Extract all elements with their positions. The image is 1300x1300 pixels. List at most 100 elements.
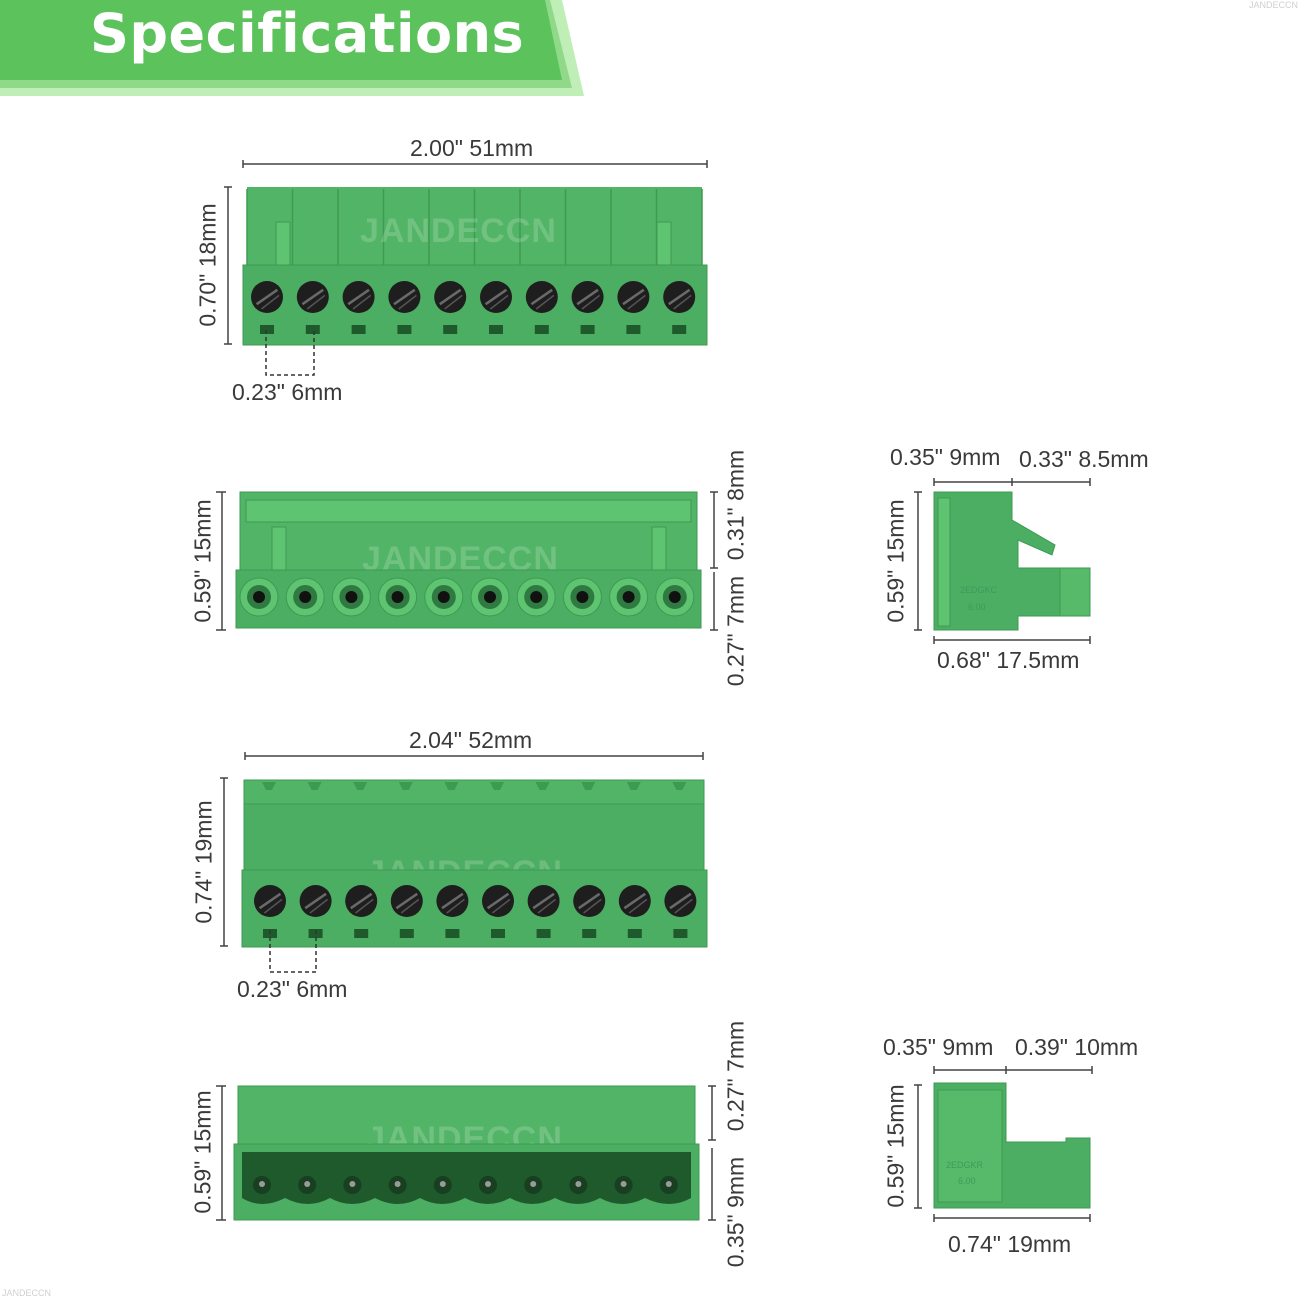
screw-slot <box>622 288 645 306</box>
header-pitch-label: 0.23" 6mm <box>237 976 348 1002</box>
plug-bottom-view: JANDECCN <box>216 491 718 631</box>
right-latch <box>656 221 672 268</box>
plug-front-view: JANDECCN <box>224 160 708 376</box>
wire-slot <box>673 929 688 938</box>
header-side-depth-label: 0.74" 19mm <box>948 1231 1072 1257</box>
pin <box>575 1181 582 1187</box>
wire-slot <box>397 325 412 334</box>
header-bottom-lower-label: 0.35" 9mm <box>722 1156 749 1268</box>
wire-slot <box>672 325 687 334</box>
screw-slot <box>623 892 646 910</box>
header-bottom-view: JANDECCN <box>216 1085 716 1221</box>
notch <box>581 782 596 790</box>
screw-slot <box>627 294 646 310</box>
pin <box>394 1181 401 1187</box>
screw-slot <box>441 892 464 910</box>
screw-slot <box>355 898 374 914</box>
plug-bottom-lower-label: 0.27" 7mm <box>722 575 749 687</box>
screw-slot <box>578 892 601 910</box>
notch <box>444 782 459 790</box>
screw-slot <box>395 892 418 910</box>
header-bottom-upper-label: 0.27" 7mm <box>722 1020 749 1132</box>
screw-slot <box>309 898 329 914</box>
plug-side-top-left-label: 0.35" 9mm <box>890 444 1001 470</box>
screw-slot <box>674 898 693 914</box>
plug-width-label: 2.00" 51mm <box>410 135 534 161</box>
plug-height-label: 0.70" 18mm <box>194 203 221 327</box>
screw-slot <box>400 898 420 914</box>
notch <box>535 782 550 790</box>
pin <box>439 1181 446 1187</box>
wire-slot-row <box>260 325 687 334</box>
screw-slot <box>668 288 691 306</box>
pitch-dimension-line <box>265 330 315 376</box>
plug-ribs <box>246 189 703 265</box>
notch <box>262 782 276 790</box>
pin <box>304 1181 311 1187</box>
wire-slot <box>534 325 549 334</box>
plug-bottom-height-label: 0.59" 15mm <box>189 499 216 623</box>
wire-slot <box>491 929 505 938</box>
header-side-height-label: 0.59" 15mm <box>882 1084 909 1208</box>
screw-slot <box>347 288 370 306</box>
screw-row <box>254 885 697 917</box>
screw-slot <box>393 288 416 306</box>
screw-slot <box>301 288 324 306</box>
pin <box>665 1181 672 1187</box>
plug-pitch-label: 0.23" 6mm <box>232 379 343 405</box>
screw-slot <box>673 294 692 310</box>
plug-side-height-label: 0.59" 15mm <box>882 499 909 623</box>
hole-center <box>253 591 265 603</box>
screw-slot <box>306 294 326 310</box>
screw-slot <box>491 898 511 914</box>
header-pins <box>253 1176 678 1194</box>
banner-shape <box>0 0 584 96</box>
screw-slot <box>669 892 692 910</box>
wire-slot <box>582 929 597 938</box>
pin <box>530 1181 537 1187</box>
hole-center <box>530 591 543 603</box>
hole-center <box>576 591 589 603</box>
screw-slot <box>583 898 602 914</box>
wire-slot <box>443 325 458 334</box>
plug-side-top-right-label: 0.33" 8.5mm <box>1019 446 1149 472</box>
svg-text:2EDGKC: 2EDGKC <box>960 585 998 595</box>
screw-slot <box>263 898 283 914</box>
hole-center <box>668 591 681 603</box>
hole-center <box>437 591 450 603</box>
svg-text:6.00: 6.00 <box>968 602 986 612</box>
wire-slot <box>351 325 366 334</box>
header-banner: Specifications <box>0 0 590 100</box>
screw-slot <box>304 892 327 910</box>
header-side-top-right-label: 0.39" 10mm <box>1015 1034 1139 1060</box>
header-bottom-height-label: 0.59" 15mm <box>189 1090 216 1214</box>
screw-slot <box>350 892 373 910</box>
height-dimension-line <box>224 186 232 345</box>
screw-slot <box>535 294 555 310</box>
screw-slot <box>486 892 510 910</box>
wire-slot <box>580 325 595 334</box>
header-front-view: JANDECCN <box>220 752 708 973</box>
wire-slot <box>305 325 320 334</box>
header-notches <box>262 782 687 790</box>
hole-center <box>391 591 404 603</box>
notch <box>626 782 641 790</box>
screw-slot <box>398 294 417 310</box>
wire-slot <box>489 325 503 334</box>
header-side-view: 2EDGKR 6.00 <box>914 1066 1093 1222</box>
watermark-bottom: JANDECCN <box>2 1288 52 1298</box>
screw-slot <box>439 288 462 306</box>
pin <box>349 1181 356 1187</box>
left-latch <box>275 221 291 268</box>
screw-slot <box>532 892 555 910</box>
pin <box>485 1181 491 1187</box>
wire-entry-holes <box>239 577 695 617</box>
svg-text:2EDGKR: 2EDGKR <box>946 1160 984 1170</box>
screw-slot <box>260 294 280 310</box>
page-title: Specifications <box>90 2 525 65</box>
hole-center <box>484 591 496 603</box>
screw-slot <box>581 294 601 310</box>
screw-slot <box>444 294 463 310</box>
watermark-top: JANDECCN <box>1248 0 1298 10</box>
